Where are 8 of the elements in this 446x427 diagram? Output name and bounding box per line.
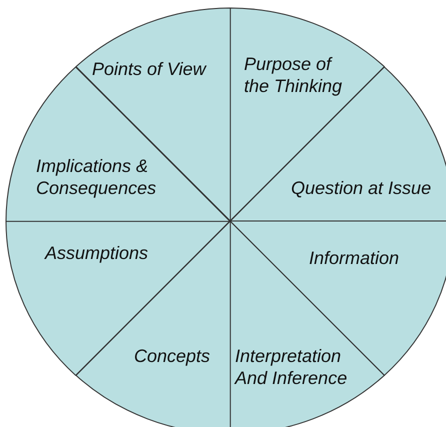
sector-label: Purpose of the Thinking xyxy=(244,53,344,97)
sector-label: Implications & Consequences xyxy=(36,154,158,199)
sector-label: Concepts xyxy=(134,345,212,367)
sector-label: Points of View xyxy=(92,58,208,80)
sector-label: Assumptions xyxy=(45,242,150,264)
sector-label: Question at Issue xyxy=(291,176,432,199)
sector-label: Information xyxy=(309,247,400,269)
sector-label: Interpretation And Inference xyxy=(235,345,348,389)
